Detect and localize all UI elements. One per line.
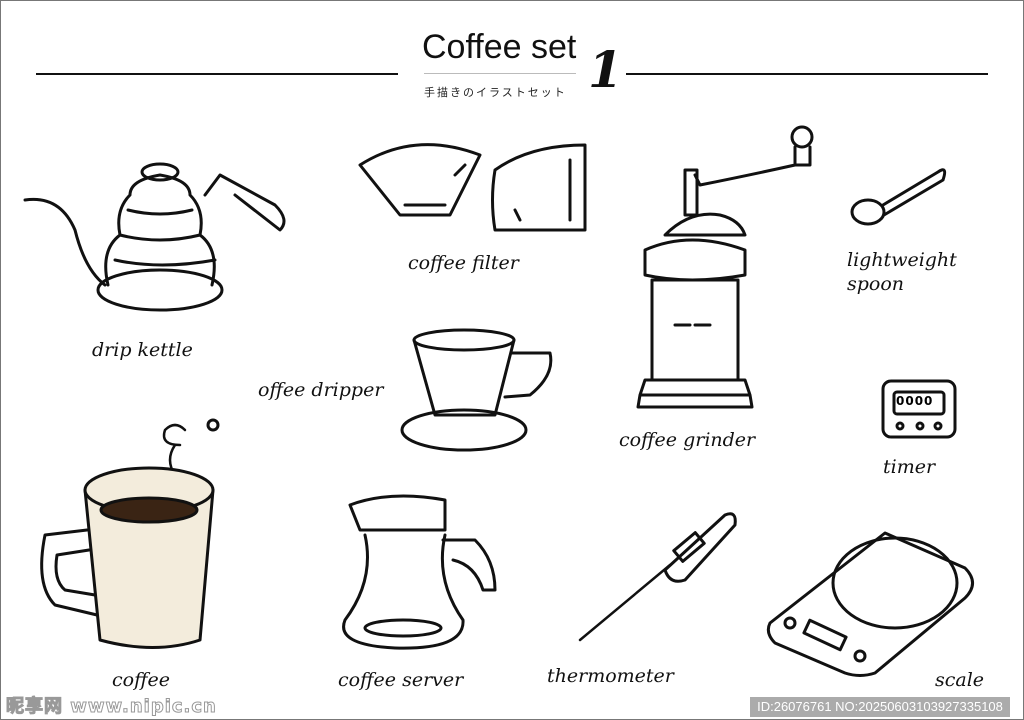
timer-display: 0000 <box>896 394 934 408</box>
label-lightweight-spoon-line2: spoon <box>847 273 905 295</box>
header-rule-right <box>626 73 988 75</box>
label-drip-kettle: drip kettle <box>92 339 193 361</box>
label-lightweight-spoon-line1: lightweight <box>847 249 957 271</box>
coffee-grinder-illustration <box>636 125 814 409</box>
spoon-illustration <box>850 168 947 226</box>
drip-kettle-illustration <box>23 162 286 312</box>
label-thermometer: thermometer <box>547 665 674 687</box>
set-number: 1 <box>588 40 623 99</box>
label-coffee-dripper: offee dripper <box>258 379 384 401</box>
coffee-server-illustration <box>342 494 497 650</box>
watermark-right: ID:26076761 NO:20250603103927335108 <box>750 697 1010 717</box>
label-coffee-grinder: coffee grinder <box>619 429 756 451</box>
label-timer: timer <box>883 456 936 478</box>
label-scale: scale <box>935 669 985 691</box>
label-coffee-filter: coffee filter <box>408 252 519 274</box>
timer-illustration <box>881 379 957 439</box>
scale-illustration <box>766 531 974 677</box>
label-coffee: coffee <box>112 669 171 691</box>
coffee-dripper-illustration <box>400 328 553 452</box>
thermometer-illustration <box>578 512 737 642</box>
coffee-mug-illustration <box>40 418 220 649</box>
coffee-filter-illustration <box>358 143 587 232</box>
label-coffee-server: coffee server <box>338 669 464 691</box>
page-title: Coffee set <box>422 28 577 66</box>
page-subtitle: 手描きのイラストセット <box>424 86 567 99</box>
header-rule-left <box>36 73 398 75</box>
watermark-left: 昵享网 www.nipic.cn <box>6 696 217 718</box>
subtitle-divider <box>424 73 576 74</box>
